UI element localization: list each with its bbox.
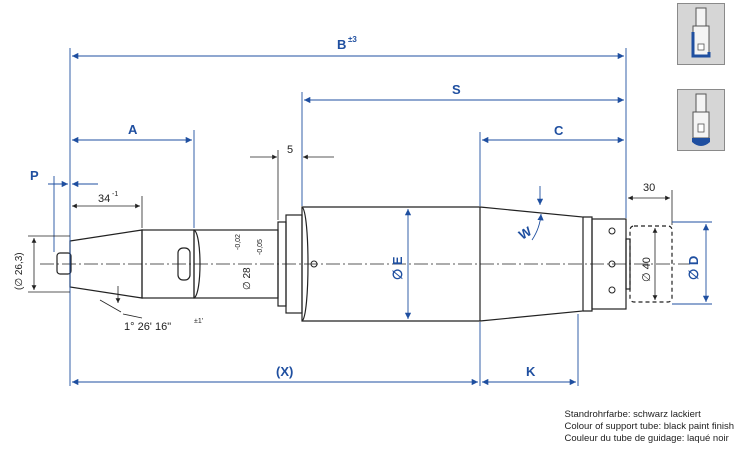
label-K: K	[526, 364, 536, 379]
variant-thumbnail-2[interactable]	[677, 89, 725, 151]
note-line-fr: Couleur du tube de guidage: laqué noir	[564, 433, 729, 444]
dim-5	[250, 150, 334, 220]
label-angle: 1° 26' 16"	[124, 321, 171, 333]
dim-K	[482, 314, 579, 386]
label-B: B	[337, 37, 346, 52]
variant-thumbnail-1[interactable]	[677, 3, 725, 65]
label-dia-E: ∅ E	[390, 256, 405, 280]
label-34: 34	[98, 193, 110, 205]
note-line-de: Standrohrfarbe: schwarz lackiert	[564, 409, 701, 420]
dim-P	[48, 176, 98, 252]
label-dia-D: ∅ D	[686, 256, 701, 280]
tool-body	[56, 206, 673, 322]
label-34-tol: -1	[112, 191, 118, 198]
dim-dia-D	[672, 221, 712, 305]
label-dia-40: ∅ 40	[641, 257, 653, 282]
dim-angle	[99, 286, 143, 319]
dim-A	[72, 130, 195, 228]
dim-30	[628, 190, 673, 225]
dim-dia-26-3	[28, 235, 70, 293]
tool-variant-icon	[692, 93, 710, 146]
label-C: C	[554, 123, 564, 138]
label-A: A	[128, 122, 138, 137]
dim-34	[72, 196, 143, 228]
label-dia-28: ∅ 28	[242, 267, 253, 290]
dim-C	[479, 132, 624, 206]
bolt-holes	[310, 227, 616, 294]
label-5: 5	[287, 144, 293, 156]
note-line-en: Colour of support tube: black paint fini…	[564, 421, 734, 432]
dim-B	[69, 48, 627, 386]
tool-variant-icon	[691, 7, 711, 58]
label-angle-tol: ±1'	[194, 318, 203, 325]
label-S: S	[452, 82, 461, 97]
label-B-tol: ±3	[348, 35, 357, 44]
dim-W	[531, 186, 544, 241]
label-dia-28-upper: -0,02	[235, 234, 242, 250]
dim-S	[301, 92, 624, 206]
label-X: (X)	[276, 364, 293, 379]
dim-X	[72, 322, 481, 386]
finish-note: Standrohrfarbe: schwarz lackiert Colour …	[564, 409, 734, 445]
label-dia-28-lower: -0,05	[257, 239, 264, 255]
label-30: 30	[643, 182, 655, 194]
label-dia-26-3: (∅ 26,3)	[14, 252, 25, 290]
label-P: P	[30, 168, 39, 183]
